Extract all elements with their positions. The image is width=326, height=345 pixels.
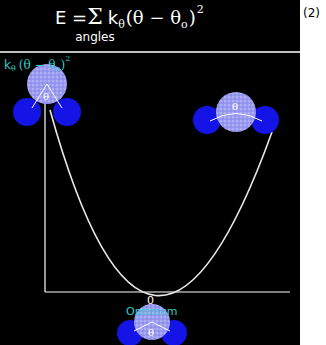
superscript: 2 (65, 55, 70, 63)
angle-label: θ (232, 102, 238, 112)
formula-index: angles (75, 31, 115, 43)
sum-symbol: Σ (87, 6, 103, 28)
subscript: o (56, 65, 61, 73)
energy-term: (θ − θ (19, 59, 56, 71)
subscript: o (181, 19, 188, 30)
subscript: θ (118, 19, 125, 30)
formula-text: (θ − θ (126, 9, 181, 27)
angle-label: θ (148, 328, 154, 338)
optimum-label: Optimum (126, 306, 177, 317)
formula-text: ) (189, 9, 196, 27)
angle-label: θ (43, 92, 49, 102)
superscript: 2 (197, 4, 204, 15)
energy-term: k (4, 59, 11, 71)
formula-text: E = (55, 9, 87, 27)
subscript: θ (11, 65, 16, 73)
energy-term: ) (60, 59, 65, 71)
equation-number: (2) (303, 7, 320, 19)
axis-zero: 0 (147, 295, 154, 306)
formula-text: k (108, 9, 118, 27)
